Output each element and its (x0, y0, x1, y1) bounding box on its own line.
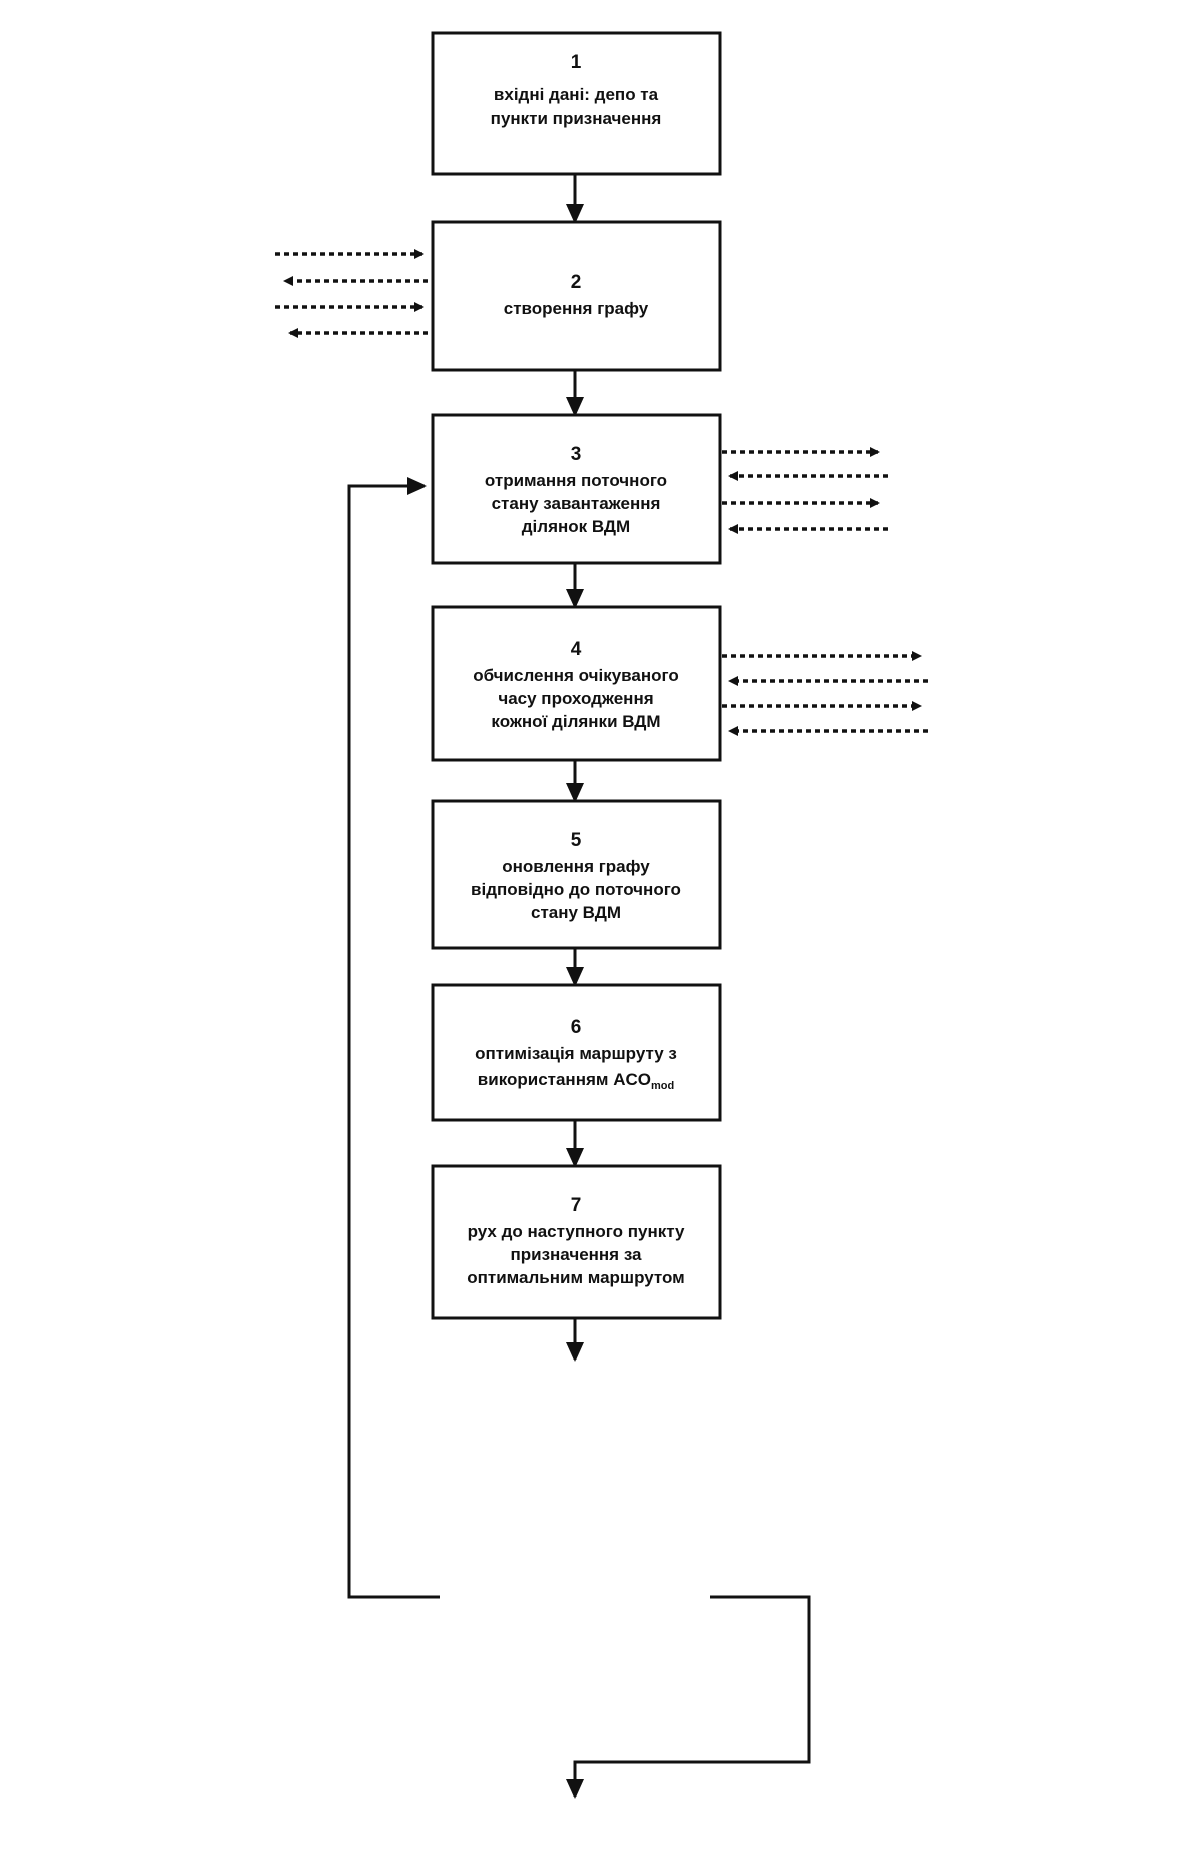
node-6-line-2: використанням ACOmod (478, 1070, 674, 1092)
node-1-line-2: пункти призначення (491, 109, 662, 128)
node-4-compute-time: 4 обчислення очікуваного часу проходженн… (431, 605, 722, 762)
node-5-line-2: відповідно до поточного (471, 880, 681, 899)
node-3-get-current-state: 3 отримання поточного стану завантаження… (431, 413, 722, 565)
node-7-line-2: призначення за (510, 1245, 642, 1264)
node-3-line-3: ділянок ВДМ (522, 517, 630, 536)
arrow-no-loop (347, 477, 440, 1599)
arrow-yes-to-12 (566, 1595, 811, 1799)
node-4-line-2: часу проходження (498, 689, 653, 708)
node-5-number: 5 (571, 830, 582, 851)
node-3-number: 3 (571, 444, 582, 465)
node-6-number: 6 (571, 1017, 582, 1038)
node-5-update-graph: 5 оновлення графу відповідно до поточног… (431, 799, 722, 950)
node-2-create-graph: 2 створення графу (431, 220, 722, 372)
node-7-number: 7 (571, 1195, 582, 1216)
node-1-line-1: вхідні дані: депо та (494, 85, 659, 104)
node-6-aco-subscript: mod (651, 1080, 674, 1092)
node-3-line-2: стану завантаження (492, 494, 661, 513)
node-1-input-data: 1 вхідні дані: депо та пункти призначенн… (431, 31, 722, 176)
node-7-line-3: оптимальним маршрутом (467, 1268, 685, 1287)
node-6-line-1: оптимізація маршруту з (475, 1044, 677, 1063)
node-2-number: 2 (571, 272, 582, 293)
node-6-optimize-route: 6 оптимізація маршруту з використанням A… (431, 983, 722, 1122)
node-3-line-1: отримання поточного (485, 471, 667, 490)
node-5-line-3: стану ВДМ (531, 903, 621, 922)
node-7-line-1: рух до наступного пункту (468, 1222, 685, 1241)
node-6-aco-text: використанням ACO (478, 1070, 651, 1089)
node-1-number: 1 (571, 52, 582, 73)
node-4-number: 4 (571, 639, 582, 660)
node-2-line-1: створення графу (504, 299, 649, 318)
node-4-line-3: кожної ділянки ВДМ (491, 712, 660, 731)
node-7-move-next-point: 7 рух до наступного пункту призначення з… (431, 1164, 722, 1320)
node-5-line-1: оновлення графу (502, 857, 650, 876)
node-4-line-1: обчислення очікуваного (473, 666, 679, 685)
